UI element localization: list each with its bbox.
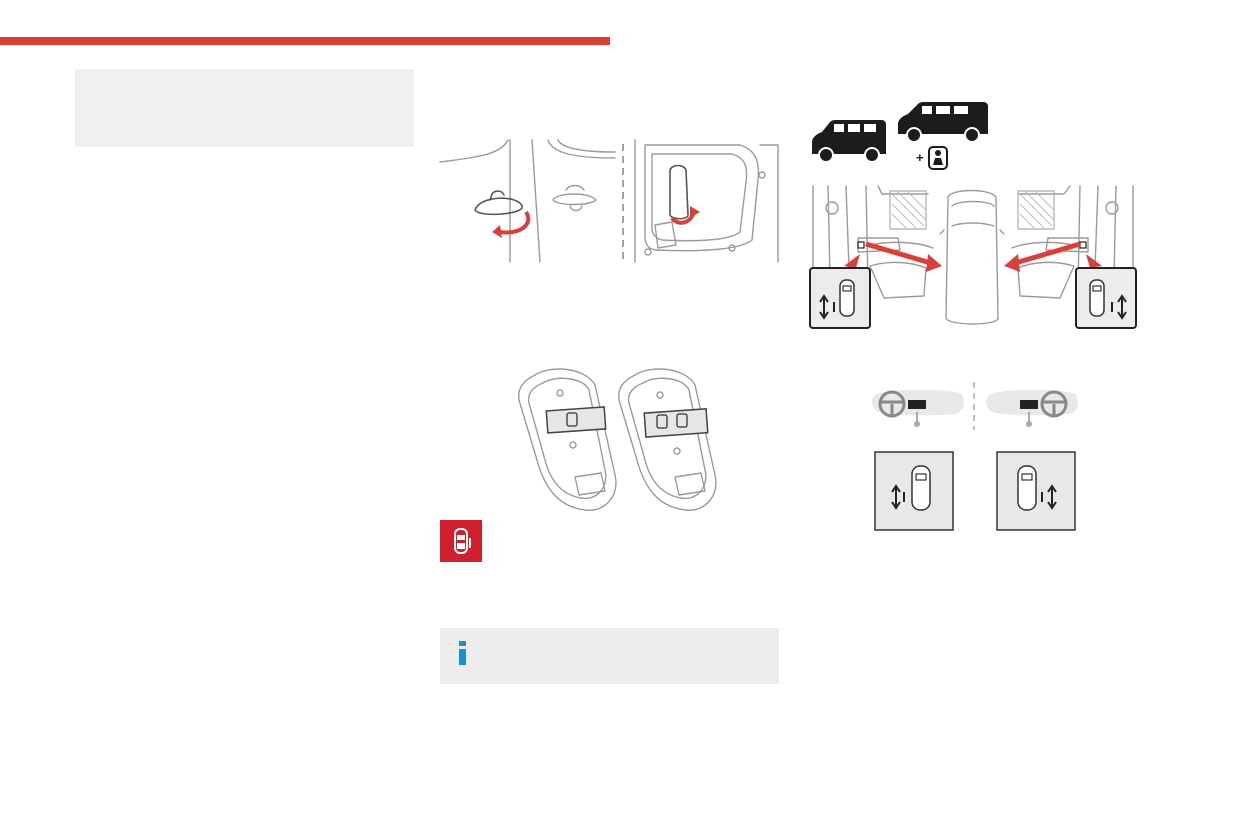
key-fob-illustration (518, 368, 717, 511)
passenger-van-long (898, 102, 988, 143)
info-icon (459, 641, 466, 665)
plus-sign: + (916, 150, 924, 165)
van-models-illustration: + (812, 102, 988, 170)
section-title-panel (75, 69, 414, 147)
info-note-panel (440, 628, 779, 684)
header-accent-bar (0, 37, 610, 45)
right-hand-drive (985, 389, 1078, 427)
child-seat-icon (928, 146, 948, 170)
child-lock-warning-tile (440, 520, 482, 562)
passenger-van-short (812, 120, 886, 163)
steering-wheel-icon (878, 390, 906, 418)
child-lock-indicator-icon (454, 528, 471, 554)
dashboard-controls-illustration (871, 382, 1078, 531)
door-handle-illustration (439, 139, 779, 263)
rear-door-switch-illustration (809, 185, 1137, 329)
left-hand-drive (871, 389, 964, 427)
